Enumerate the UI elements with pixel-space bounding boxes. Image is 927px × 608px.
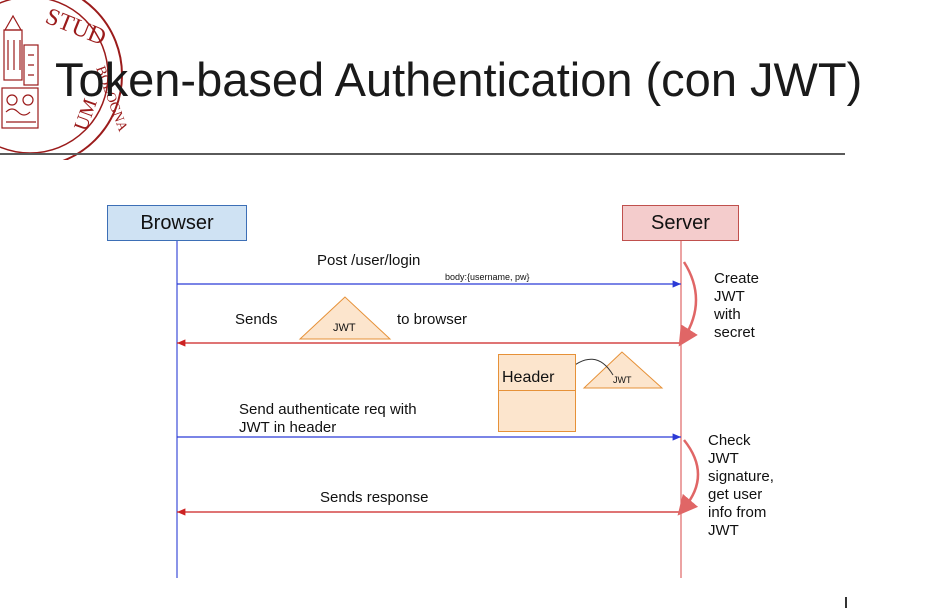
check-jwt-curve [677,439,700,516]
slide-corner-mark [845,597,847,608]
title-underline [0,153,845,155]
jwt-header-box: Header [498,354,576,432]
jwt-small-token-label: JWT [613,375,632,385]
check-jwt-note: Check JWT signature, get user info from … [708,432,774,539]
login-message-label: Post /user/login [317,252,421,269]
jwt-token-small-triangle [582,351,664,389]
jwt-token-label: JWT [333,322,356,334]
response-message-label: Sends response [320,489,429,506]
browser-actor: Browser [107,205,247,241]
server-actor: Server [622,205,739,241]
slide-title: Token-based Authentication (con JWT) [55,53,863,106]
authenticate-message-label: Send authenticate req with JWT in header [239,401,417,436]
sends-label: Sends [235,311,278,328]
university-seal-logo: STUD BOLOGNA UM [0,0,130,160]
header-label: Header [502,369,555,386]
create-jwt-curve [678,261,698,347]
to-browser-label: to browser [397,311,468,328]
header-divider [499,390,575,391]
jwt-token-triangle [298,296,392,340]
create-jwt-note: Create JWT with secret [714,270,760,341]
login-body-label: body:{username, pw} [445,272,530,282]
